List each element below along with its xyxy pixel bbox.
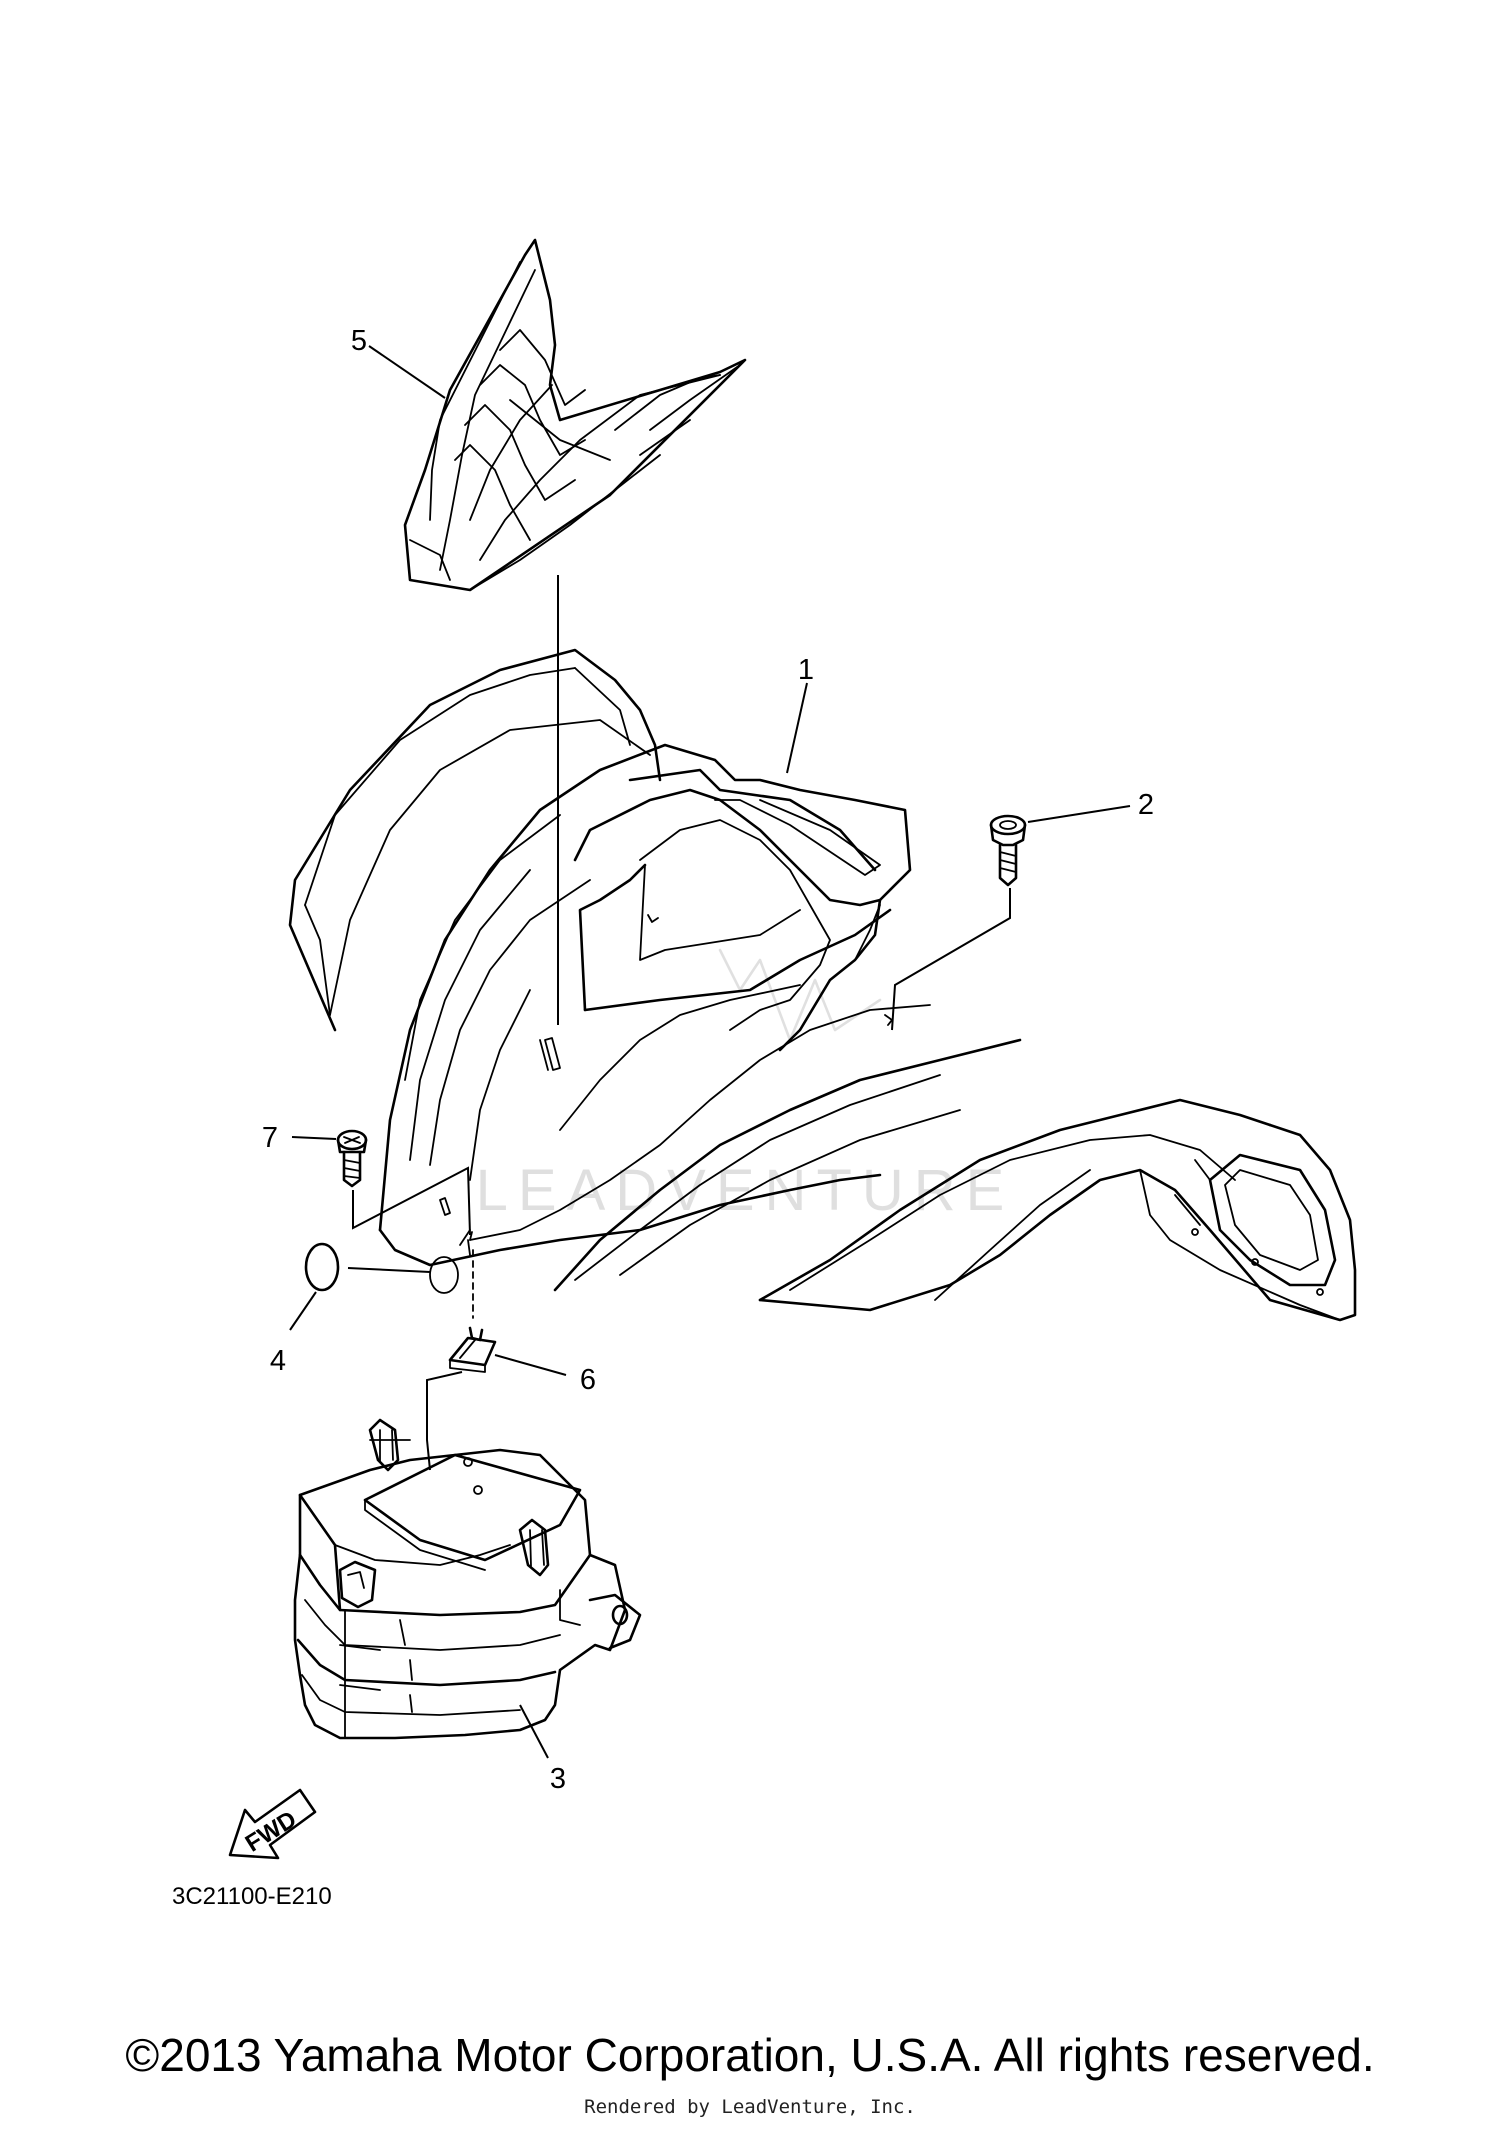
callout-1-leader bbox=[786, 682, 808, 774]
leadventure-watermark: LEADVENTURE bbox=[476, 948, 1015, 1223]
callout-4-leader bbox=[289, 1291, 317, 1331]
callout-6[interactable]: 6 bbox=[580, 1364, 596, 1396]
svg-text:LEADVENTURE: LEADVENTURE bbox=[476, 1158, 1015, 1223]
part-7-leader bbox=[352, 1166, 471, 1236]
fwd-arrow-icon: FWD bbox=[228, 1788, 317, 1860]
part-7-screw bbox=[336, 1129, 368, 1188]
part-2-screw bbox=[989, 814, 1027, 887]
part-2-leader bbox=[891, 888, 1011, 1031]
rendered-by-notice: Rendered by LeadVenture, Inc. bbox=[584, 2096, 916, 2118]
copyright-notice: ©2013 Yamaha Motor Corporation, U.S.A. A… bbox=[125, 2029, 1375, 2081]
callout-1[interactable]: 1 bbox=[798, 654, 814, 686]
callout-5[interactable]: 5 bbox=[351, 325, 367, 357]
part-4-plug bbox=[304, 1242, 340, 1292]
diagram-code: 3C21100-E210 bbox=[172, 1883, 332, 1910]
callout-2-leader bbox=[1027, 805, 1131, 823]
part-3-headlight-assembly bbox=[293, 1418, 642, 1740]
callout-5-leader bbox=[368, 345, 446, 399]
part-5-front-grille bbox=[403, 238, 747, 592]
callout-3[interactable]: 3 bbox=[550, 1763, 566, 1795]
part-6-nut bbox=[448, 1326, 497, 1373]
callout-7-leader bbox=[291, 1136, 337, 1140]
fwd-label: FWD bbox=[241, 1806, 302, 1858]
callout-3-leader bbox=[519, 1704, 549, 1759]
part-4-mount-hole bbox=[429, 1256, 459, 1294]
callout-4[interactable]: 4 bbox=[270, 1345, 286, 1377]
part-4-leader bbox=[347, 1267, 431, 1273]
part-6-mount-line bbox=[426, 1371, 463, 1471]
callout-2[interactable]: 2 bbox=[1138, 789, 1154, 821]
callout-6-leader bbox=[494, 1354, 567, 1376]
callout-7[interactable]: 7 bbox=[262, 1122, 278, 1154]
part-1-front-fender bbox=[288, 648, 1357, 1322]
